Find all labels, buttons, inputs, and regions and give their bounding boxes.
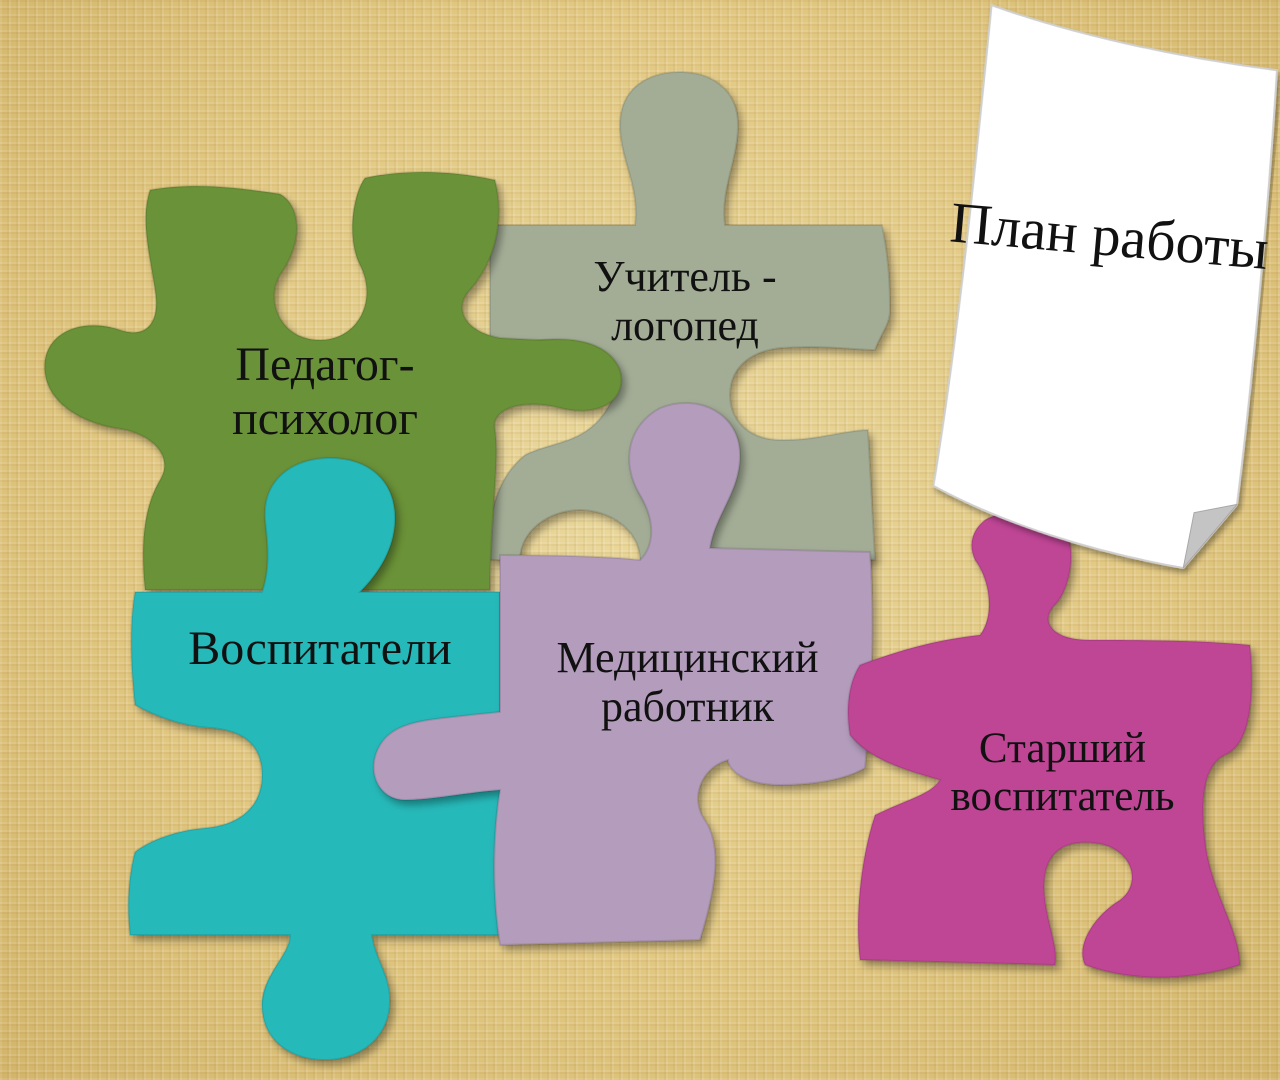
piece-senior-educator (847, 511, 1253, 979)
plan-sheet: План работы (921, 0, 1280, 585)
label-educators: Воспитатели (188, 622, 452, 675)
piece-psychologist (43, 171, 623, 591)
piece-speech-therapist (488, 70, 892, 561)
label-speech-therapist: Учитель - логопед (593, 252, 777, 351)
piece-medical (372, 401, 874, 947)
piece-educators (127, 456, 501, 1062)
paper-graphic (932, 3, 1279, 570)
label-psychologist: Педагог- психолог (232, 338, 418, 445)
label-medical: Медицинский работник (556, 633, 819, 732)
label-senior-educator: Старший воспитатель (950, 725, 1175, 821)
